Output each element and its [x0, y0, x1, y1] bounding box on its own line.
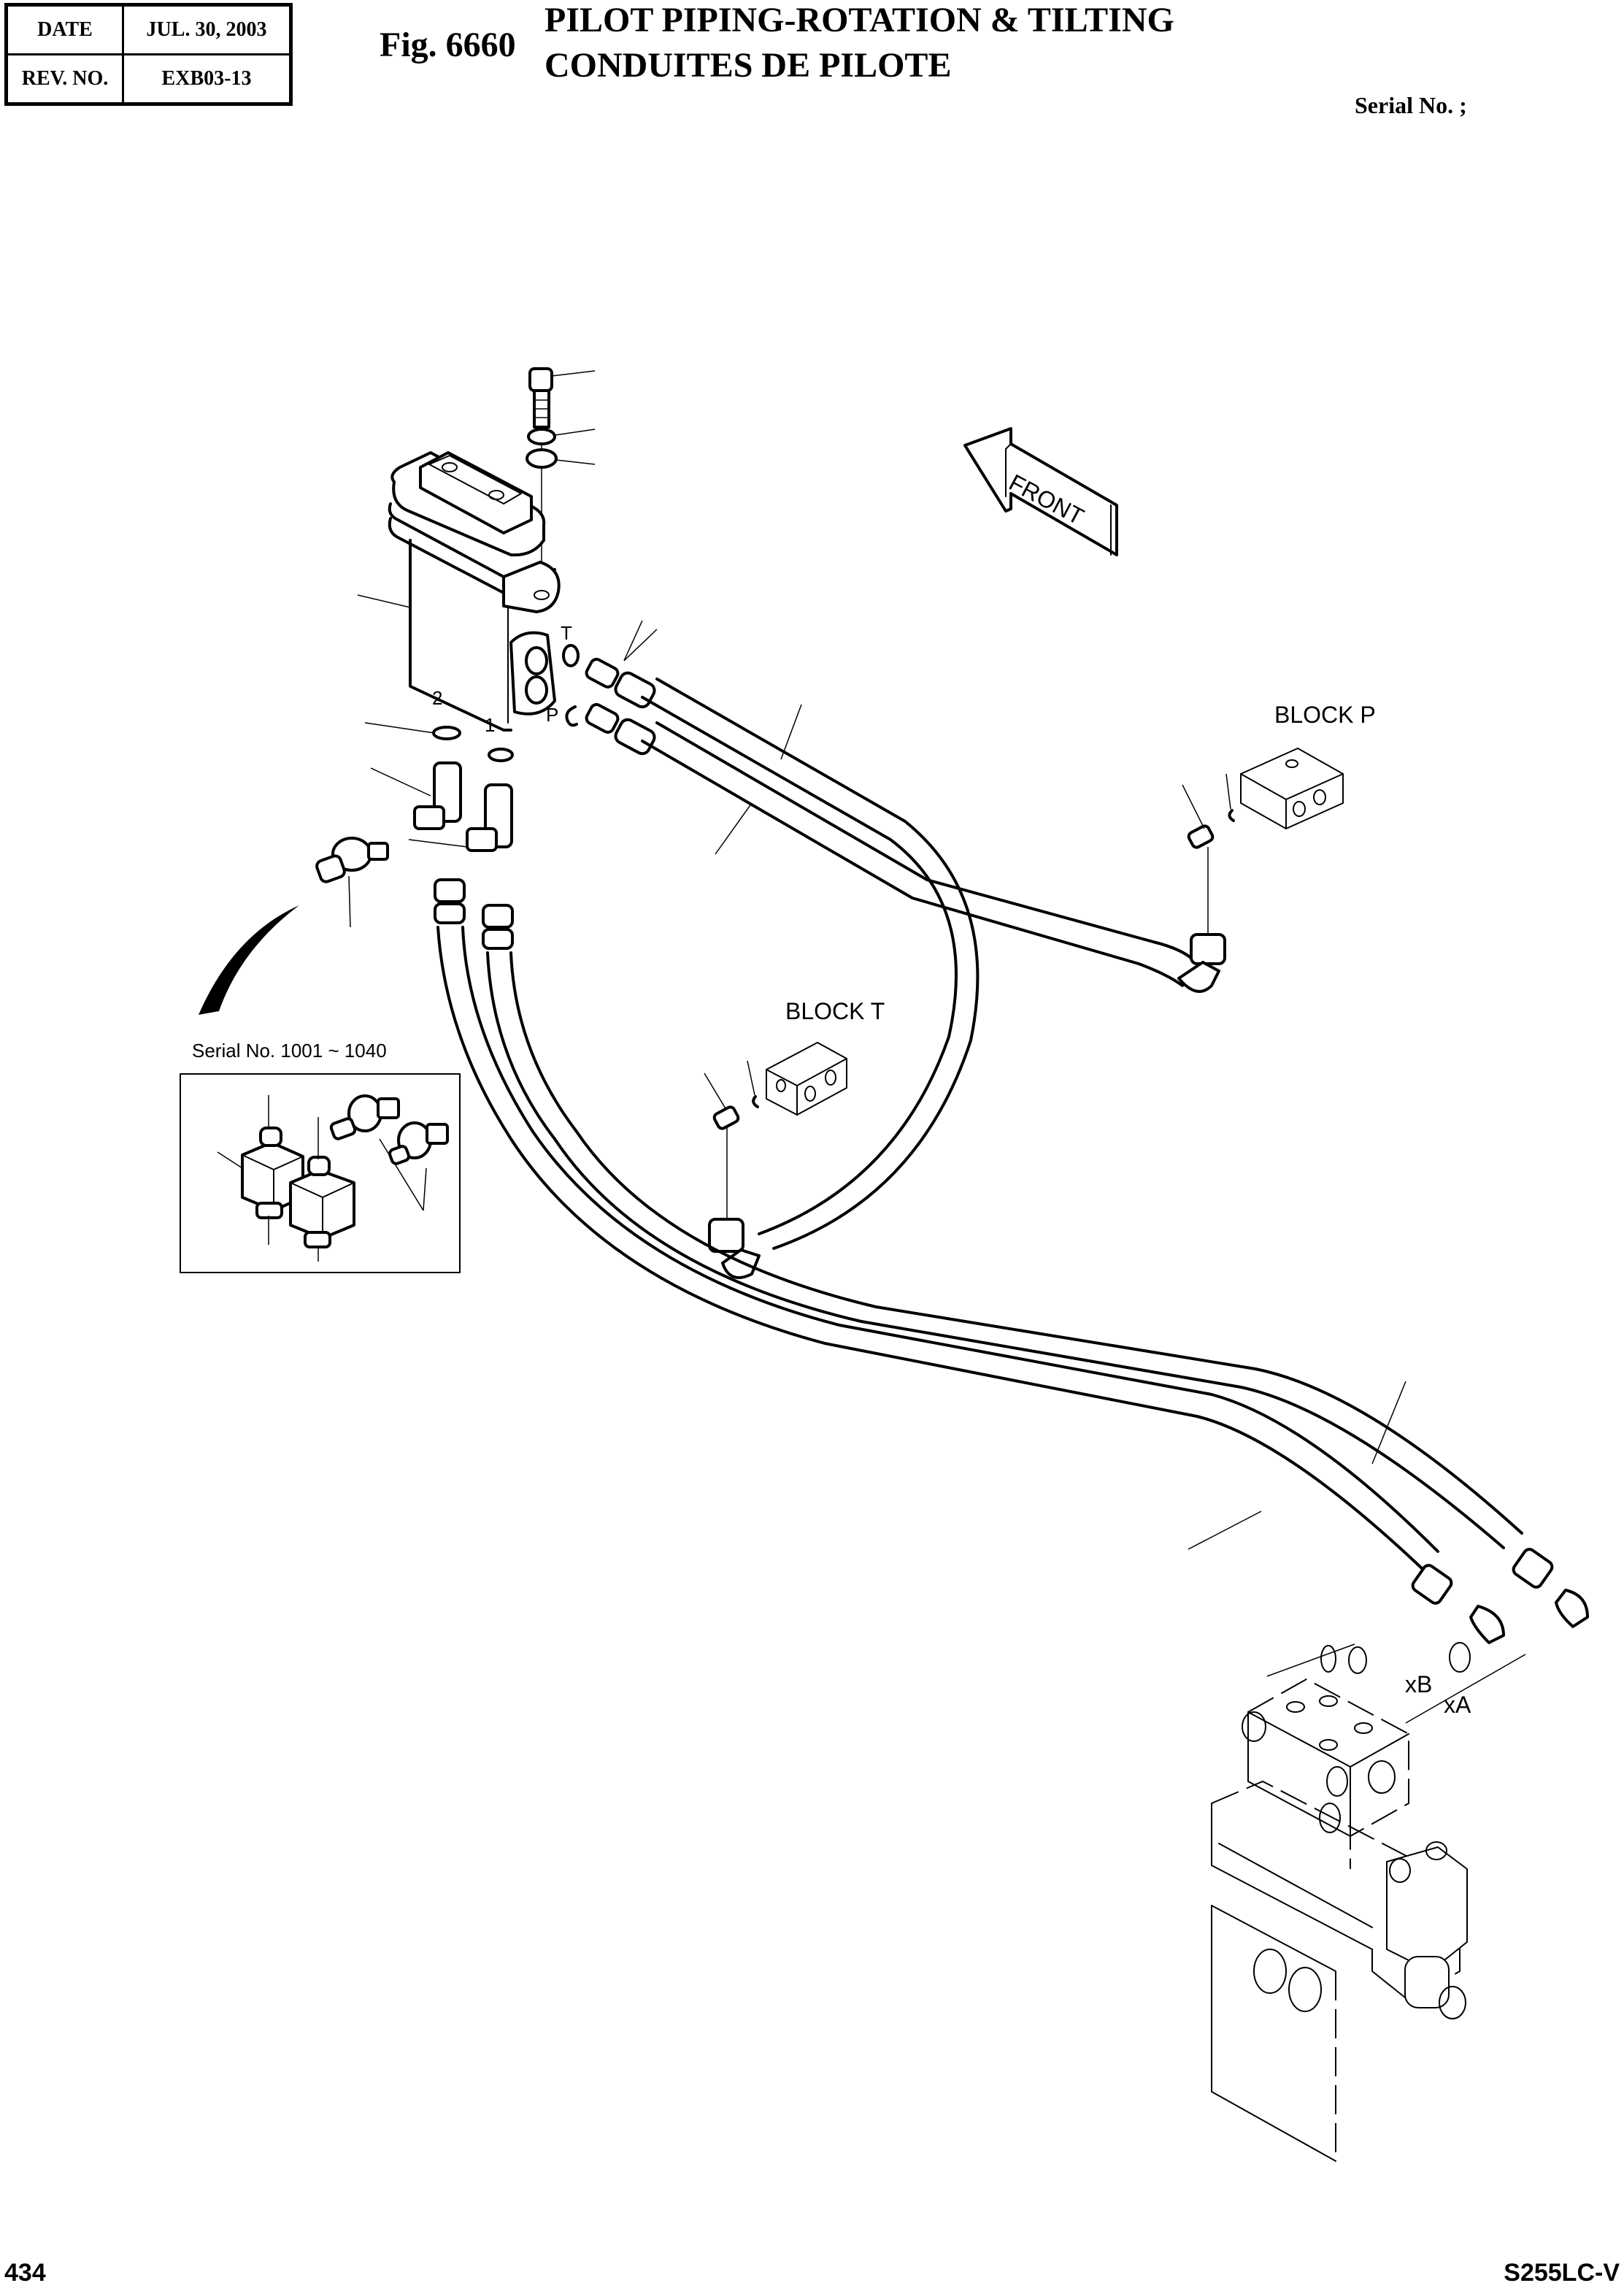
port-label-xa: xA [1444, 1692, 1471, 1718]
hoses-upper [641, 678, 1195, 1250]
page-number: 434 [4, 2259, 46, 2287]
port-label-1: 1 [485, 714, 495, 736]
serial-label: Serial No. ; [1355, 92, 1467, 118]
valve-hose-ends [1266, 1548, 1589, 1724]
block-t [704, 1042, 847, 1130]
block-t-label: BLOCK T [785, 998, 885, 1024]
block-p [1182, 748, 1344, 849]
pilot-valve [357, 451, 561, 732]
rev-label: REV. NO. [5, 53, 124, 105]
port-label-2: 2 [432, 687, 442, 709]
block-p-hose-end [1177, 847, 1226, 993]
page-title-fr: CONDUITES DE PILOTE [544, 46, 952, 85]
t-p-fittings [562, 620, 658, 756]
figure-number: Fig. 6660 [380, 26, 516, 64]
callout-arrow-icon [199, 905, 299, 1015]
port-label-xb: xB [1405, 1671, 1432, 1697]
tee-fittings [364, 722, 514, 852]
port-label-t: T [561, 622, 572, 644]
revision-table: DATE JUL. 30, 2003 REV. NO. EXB03-13 [4, 3, 293, 106]
bolt-and-washers [526, 367, 596, 595]
block-t-hose-end [708, 1121, 761, 1279]
control-valve [1211, 1678, 1468, 2162]
inset-box [180, 1073, 461, 1273]
date-label: DATE [5, 4, 124, 55]
port-label-p: P [546, 704, 558, 726]
rev-value: EXB03-13 [122, 53, 292, 105]
block-p-label: BLOCK P [1274, 702, 1376, 728]
date-value: JUL. 30, 2003 [122, 4, 292, 55]
pressure-switch [315, 837, 389, 928]
hoses-lower [434, 878, 1523, 1571]
page-title-en: PILOT PIPING-ROTATION & TILTING [544, 1, 1174, 39]
model-code: S255LC-V [1504, 2259, 1620, 2287]
inset-label: Serial No. 1001 ~ 1040 [192, 1040, 387, 1062]
front-arrow-icon: FRONT [963, 427, 1118, 556]
